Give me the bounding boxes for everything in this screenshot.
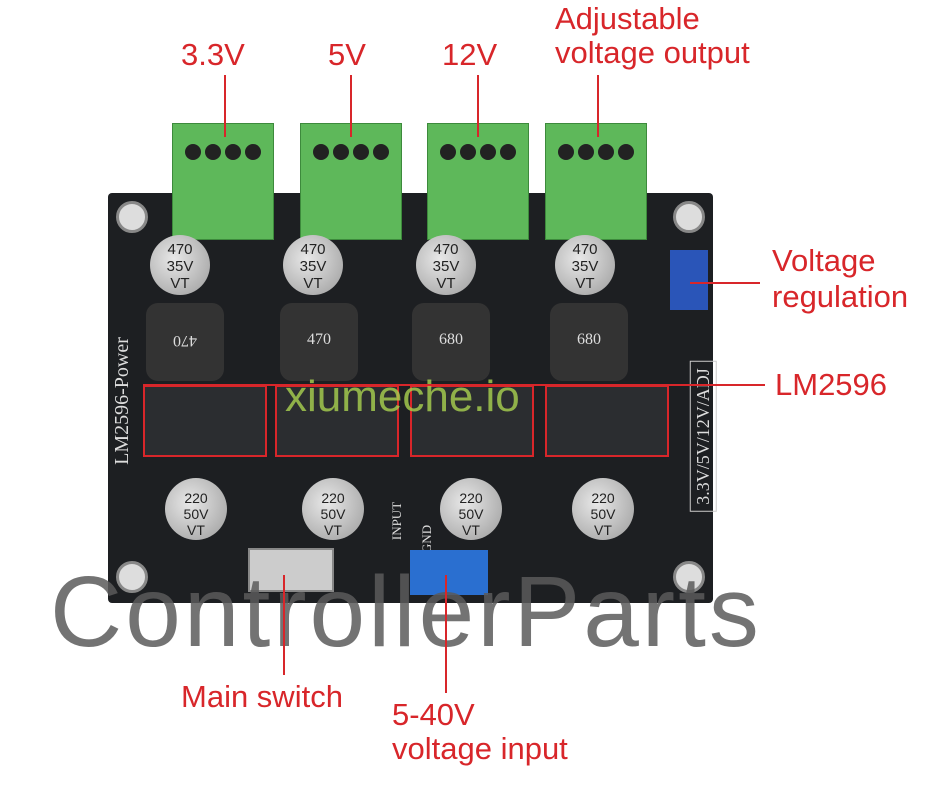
mount-hole (673, 561, 705, 593)
lm2596-chip (545, 385, 669, 457)
potentiometer (670, 250, 708, 310)
label-main-switch: Main switch (181, 679, 343, 714)
pointer-line (143, 384, 765, 386)
pointer-line (445, 575, 447, 693)
terminal-5v (300, 123, 402, 240)
mount-hole (116, 201, 148, 233)
watermark: ControllerParts (50, 556, 762, 668)
label-adj-1: Adjustable (555, 1, 700, 36)
lm2596-chip (275, 385, 399, 457)
inductor: 470 (146, 303, 224, 381)
board-name: LM2596-Power (111, 337, 133, 465)
capacitor-470uf: 470 35V VT (150, 235, 210, 295)
inductor: 470 (280, 303, 358, 381)
pointer-line (477, 75, 479, 137)
capacitor-470uf: 470 35V VT (416, 235, 476, 295)
input-silk: INPUT (389, 501, 405, 541)
inductor: 680 (550, 303, 628, 381)
label-3v3: 3.3V (181, 37, 245, 72)
mount-hole (116, 561, 148, 593)
label-5v: 5V (328, 37, 366, 72)
label-input-2: voltage input (392, 731, 568, 766)
pointer-line (283, 575, 285, 675)
label-input-1: 5-40V (392, 697, 475, 732)
inductor: 680 (412, 303, 490, 381)
lm2596-chip (143, 385, 267, 457)
label-lm2596: LM2596 (775, 367, 888, 402)
label-voltage-regulation-2: regulation (772, 279, 909, 314)
capacitor-220uf: 220 50V VT (440, 478, 502, 540)
gnd-silk: GND (419, 524, 435, 554)
label-adj-2: voltage output (555, 35, 750, 70)
main-switch (248, 548, 334, 592)
watermark-faint: xiumeche.io (285, 372, 520, 421)
capacitor-220uf: 220 50V VT (302, 478, 364, 540)
capacitor-470uf: 470 35V VT (555, 235, 615, 295)
lm2596-chip (410, 385, 534, 457)
mount-hole (673, 201, 705, 233)
label-12v: 12V (442, 37, 498, 72)
terminal-adj (545, 123, 647, 240)
terminal-3v3 (172, 123, 274, 240)
label-voltage-regulation-1: Voltage (772, 243, 876, 278)
capacitor-220uf: 220 50V VT (572, 478, 634, 540)
pointer-line (690, 282, 760, 284)
input-terminal (410, 550, 488, 595)
terminal-12v (427, 123, 529, 240)
pointer-line (597, 75, 599, 137)
pointer-line (224, 75, 226, 137)
capacitor-470uf: 470 35V VT (283, 235, 343, 295)
capacitor-220uf: 220 50V VT (165, 478, 227, 540)
pointer-line (350, 75, 352, 137)
